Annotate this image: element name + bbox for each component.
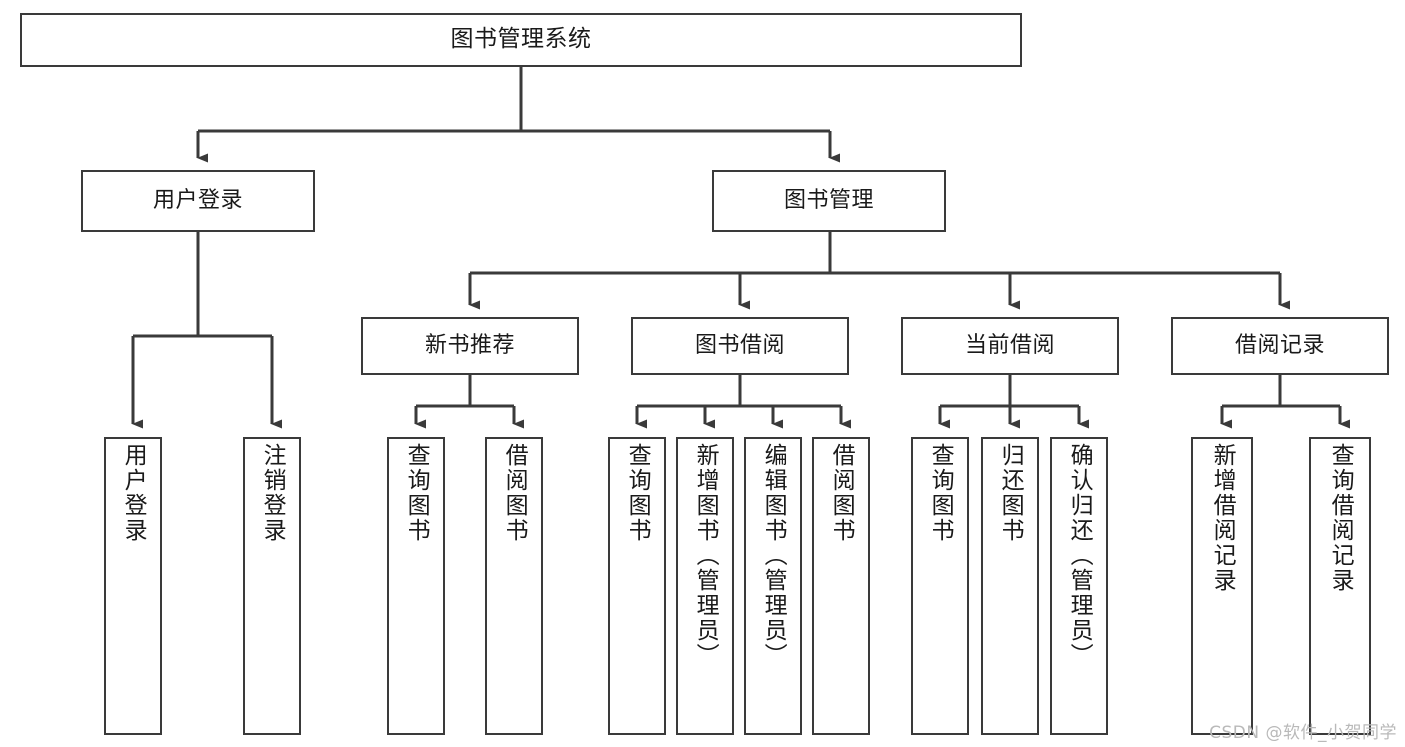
edges-borrow-record-to-leaves (1220, 375, 1350, 429)
node-label: 借阅图书 (501, 443, 528, 543)
node-label: 用户登录 (120, 443, 147, 543)
node-label: 注销登录 (259, 443, 286, 543)
leaf-current-borrow-confirm-return[interactable]: 确认归还（管理员） (1050, 437, 1108, 735)
edges-new-book-to-leaves (414, 375, 524, 429)
node-label: 查询借阅记录 (1327, 443, 1354, 593)
edges-current-borrow-to-leaves (938, 375, 1089, 429)
leaf-book-borrow-edit[interactable]: 编辑图书（管理员） (744, 437, 802, 735)
edges-book-manage-to-level2 (468, 232, 1290, 310)
leaf-book-borrow-query[interactable]: 查询图书 (608, 437, 666, 735)
node-current-borrow[interactable]: 当前借阅 (901, 317, 1119, 375)
node-label: 查询图书 (624, 443, 651, 543)
node-label: 图书管理系统 (450, 26, 592, 53)
leaf-book-borrow-borrow[interactable]: 借阅图书 (812, 437, 870, 735)
node-label: 借阅记录 (1234, 333, 1325, 359)
leaf-new-book-borrow[interactable]: 借阅图书 (485, 437, 543, 735)
node-label: 确认归还（管理员） (1066, 443, 1093, 668)
node-book-management[interactable]: 图书管理 (712, 170, 946, 232)
node-label: 归还图书 (997, 443, 1024, 543)
leaf-new-book-query[interactable]: 查询图书 (387, 437, 445, 735)
edges-root-to-level1 (196, 67, 840, 163)
watermark-text: CSDN @软件_小贺同学 (1209, 723, 1397, 743)
leaf-user-login-logout[interactable]: 注销登录 (243, 437, 301, 735)
leaf-borrow-record-add[interactable]: 新增借阅记录 (1191, 437, 1253, 735)
node-label: 图书借阅 (694, 333, 785, 359)
leaf-book-borrow-add[interactable]: 新增图书（管理员） (676, 437, 734, 735)
edges-book-borrow-to-leaves (635, 375, 851, 429)
node-label: 用户登录 (152, 188, 243, 214)
node-root-system[interactable]: 图书管理系统 (20, 13, 1022, 67)
node-user-login[interactable]: 用户登录 (81, 170, 315, 232)
leaf-current-borrow-return[interactable]: 归还图书 (981, 437, 1039, 735)
edges-user-login-to-leaves (131, 232, 282, 429)
node-label: 查询图书 (927, 443, 954, 543)
node-label: 查询图书 (403, 443, 430, 543)
node-label: 当前借阅 (964, 333, 1055, 359)
node-label: 新书推荐 (424, 333, 515, 359)
node-borrow-record[interactable]: 借阅记录 (1171, 317, 1389, 375)
node-label: 新增图书（管理员） (692, 443, 719, 668)
node-label: 借阅图书 (828, 443, 855, 543)
node-label: 编辑图书（管理员） (760, 443, 787, 668)
leaf-borrow-record-query[interactable]: 查询借阅记录 (1309, 437, 1371, 735)
leaf-current-borrow-query[interactable]: 查询图书 (911, 437, 969, 735)
leaf-user-login-login[interactable]: 用户登录 (104, 437, 162, 735)
node-label: 图书管理 (783, 188, 874, 214)
node-label: 新增借阅记录 (1209, 443, 1236, 593)
node-book-borrow[interactable]: 图书借阅 (631, 317, 849, 375)
node-new-book-recommend[interactable]: 新书推荐 (361, 317, 579, 375)
